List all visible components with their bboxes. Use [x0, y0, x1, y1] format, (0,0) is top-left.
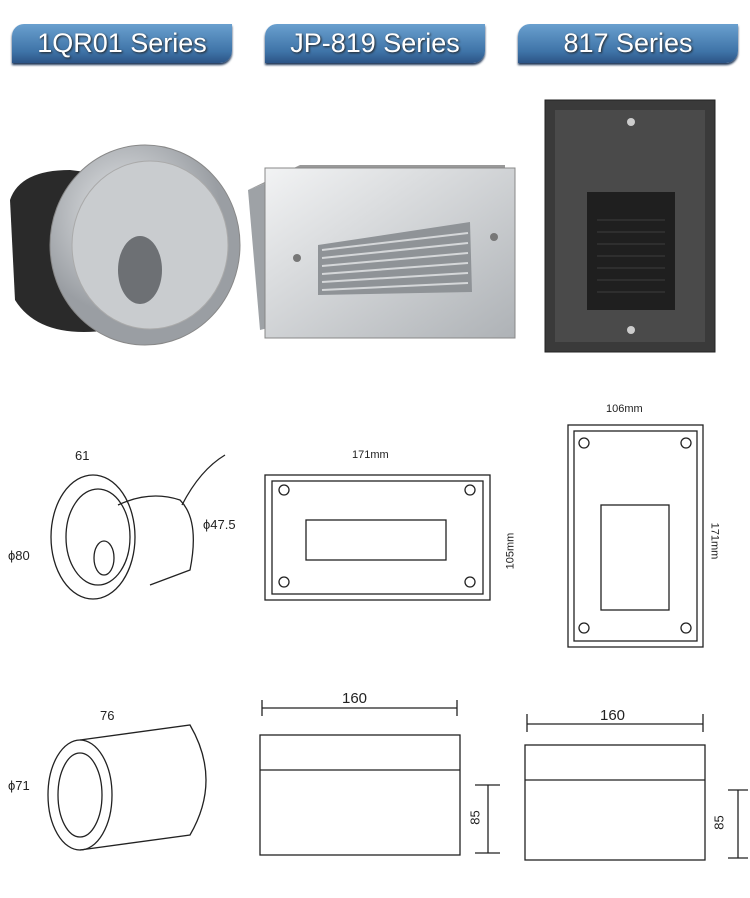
817-width-label: 106mm — [606, 403, 643, 415]
1qr01-photo — [10, 144, 241, 346]
817-height-label: 171mm — [708, 522, 721, 560]
qr01-box-diameter-label: ϕ71 — [8, 778, 30, 793]
jp819-photo — [248, 165, 516, 339]
qr01-box-length-label: 76 — [100, 708, 115, 723]
jp819-box-height-label: 85 — [467, 810, 483, 825]
jp819-box-width-label: 160 — [342, 690, 368, 707]
817-box-height-label: 85 — [711, 815, 727, 830]
qr01-diameter-label: ϕ80 — [8, 548, 30, 563]
qr01-body-diameter-label: ϕ47.5 — [203, 517, 236, 532]
jp819-height-label: 105mm — [504, 532, 517, 570]
tab-817-series[interactable]: 817 Series — [518, 24, 738, 63]
817-photo — [544, 99, 716, 353]
tab-jp819-series[interactable]: JP-819 Series — [265, 24, 485, 63]
qr01-depth-label: 61 — [75, 448, 90, 463]
technical-drawings — [47, 424, 748, 861]
817-box-width-label: 160 — [600, 707, 626, 724]
tab-1qr01-series[interactable]: 1QR01 Series — [12, 24, 232, 63]
jp819-width-label: 171mm — [352, 449, 389, 461]
